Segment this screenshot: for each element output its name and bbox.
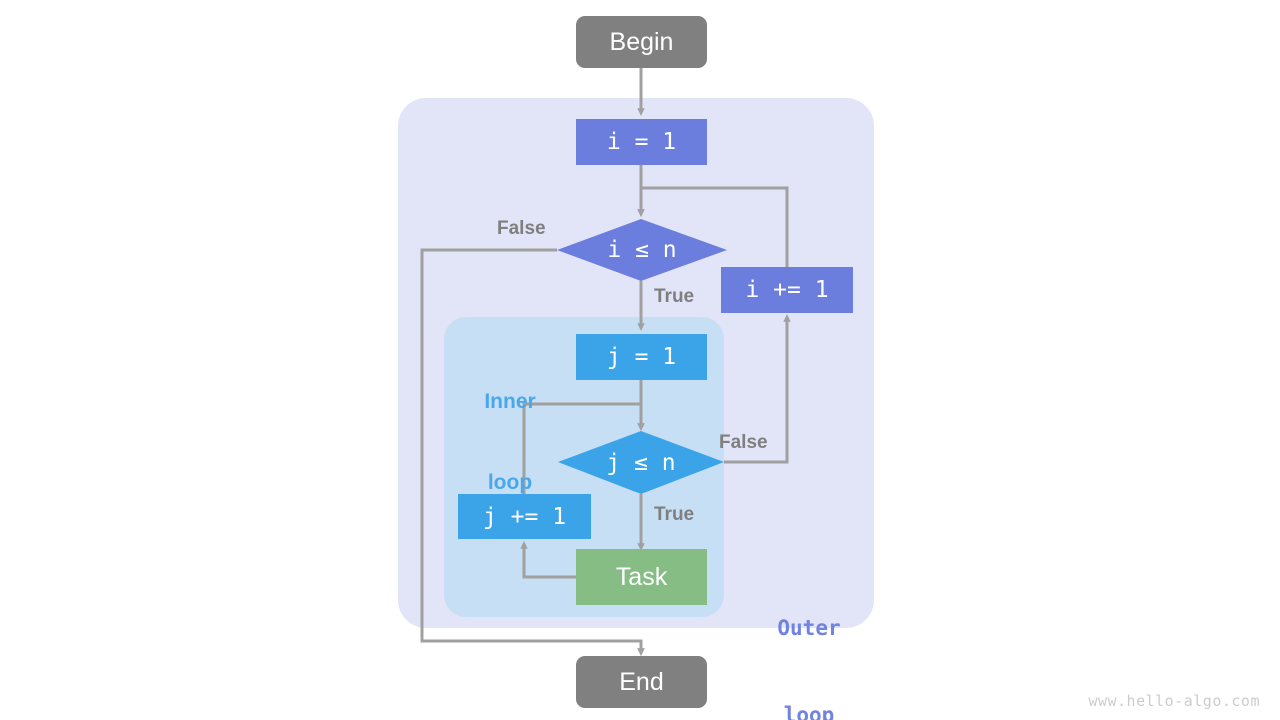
watermark: www.hello-algo.com (1088, 692, 1260, 710)
edge-task-to-j-incr-top (520, 540, 576, 579)
node-j-incr-label: j += 1 (482, 503, 567, 530)
node-i-init[interactable]: i = 1 (576, 119, 707, 165)
edge-label-i-false: False (497, 218, 546, 239)
node-i-init-label: i = 1 (606, 129, 677, 155)
node-j-init[interactable]: j = 1 (576, 334, 707, 380)
edge-j-incr-to-j-cond-top (522, 402, 645, 494)
outer-loop-label-line1: Outer (777, 616, 841, 640)
outer-loop-label: Outer loop (760, 556, 858, 720)
node-begin[interactable]: Begin (576, 16, 707, 68)
edge-i-incr-to-i-cond-top (637, 186, 789, 267)
node-begin-label: Begin (609, 27, 674, 56)
edge-j-cond-false-to-i-incr-top (724, 313, 791, 464)
edge-label-j-false: False (719, 432, 768, 453)
i-cond-diamond-top (557, 219, 727, 281)
inner-loop-label-line1: Inner (484, 390, 536, 413)
node-j-init-label: j = 1 (606, 344, 677, 370)
node-end-label: End (619, 667, 664, 696)
inner-loop-label-line2: loop (487, 471, 533, 494)
node-task-label: Task (615, 562, 668, 591)
outer-loop-label-line2: loop (783, 703, 835, 720)
decision-shapes-top (557, 219, 727, 494)
edge-i-cond-false-to-end-top (420, 248, 645, 657)
edge-label-i-true: True (654, 286, 695, 307)
inner-loop-label: Inner loop (470, 334, 550, 550)
node-i-incr-label: i += 1 (745, 277, 829, 303)
edge-label-j-true: True (654, 504, 695, 525)
j-cond-diamond-top (558, 431, 724, 494)
node-i-incr[interactable]: i += 1 (721, 267, 853, 313)
node-task[interactable]: Task (576, 549, 707, 605)
node-end[interactable]: End (576, 656, 707, 708)
node-j-incr[interactable]: j += 1 (458, 494, 591, 539)
